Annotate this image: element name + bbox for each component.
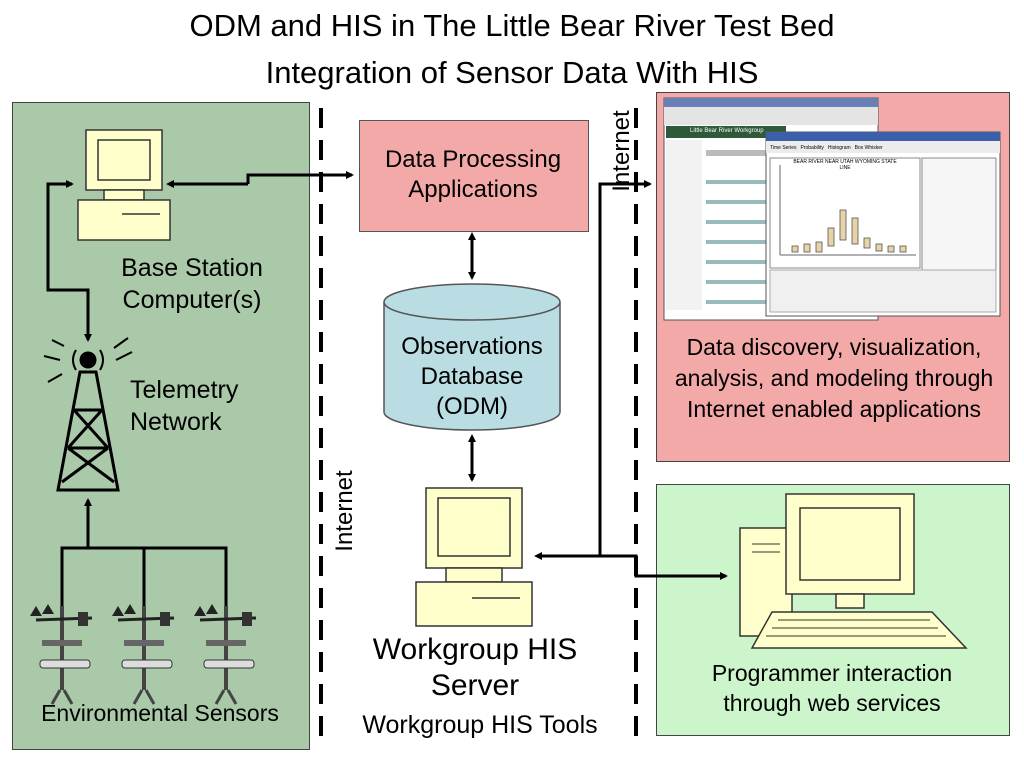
database-cylinder: [383, 283, 561, 431]
workgroup-server-computer-icon: [415, 487, 533, 627]
internet-label-left: Internet: [331, 470, 358, 552]
screenshot-tab: Probability: [800, 145, 824, 151]
screenshot-tab: Histogram: [827, 145, 851, 151]
programmer-computer-icon: [739, 493, 968, 649]
base-station-label: Base Station Computer(s): [121, 254, 263, 314]
workgroup-his-server-label: Workgroup HIS Server: [372, 633, 578, 702]
environmental-sensors-label: Environmental Sensors: [41, 700, 279, 726]
title-line-2: Integration of Sensor Data With HIS: [265, 55, 759, 90]
screenshot-tab: Time Series: [770, 145, 797, 151]
data-processing-box: [359, 120, 589, 232]
screenshot-back-title: Little Bear River Workgroup: [690, 128, 764, 134]
telemetry-tower-icon: [43, 337, 133, 492]
application-screenshot-image: [663, 97, 1001, 321]
web-services-caption: Programmer interaction through web servi…: [711, 660, 953, 716]
base-station-computer-icon: [77, 129, 171, 241]
workgroup-his-tools-label: Workgroup HIS Tools: [362, 711, 598, 739]
observations-database-label: Observations Database (ODM): [401, 333, 543, 420]
screenshot-front-title: BEAR RIVER NEAR UTAH WYOMING STATE LINE: [793, 159, 897, 171]
weather-sensor-icon-2: [112, 604, 175, 705]
telemetry-network-label: Telemetry Network: [130, 376, 239, 436]
weather-sensor-icon-1: [30, 604, 93, 705]
weather-sensor-icon-3: [194, 604, 257, 705]
screenshot-tabs: Time Series Probability Histogram Box Wh…: [770, 145, 883, 151]
internet-applications-caption: Data discovery, visualization, analysis,…: [674, 334, 994, 422]
internet-label-right: Internet: [608, 110, 635, 192]
data-processing-label: Data Processing Applications: [384, 146, 562, 203]
title-line-1: ODM and HIS in The Little Bear River Tes…: [189, 8, 835, 43]
screenshot-tab: Box Whisker: [854, 145, 883, 151]
